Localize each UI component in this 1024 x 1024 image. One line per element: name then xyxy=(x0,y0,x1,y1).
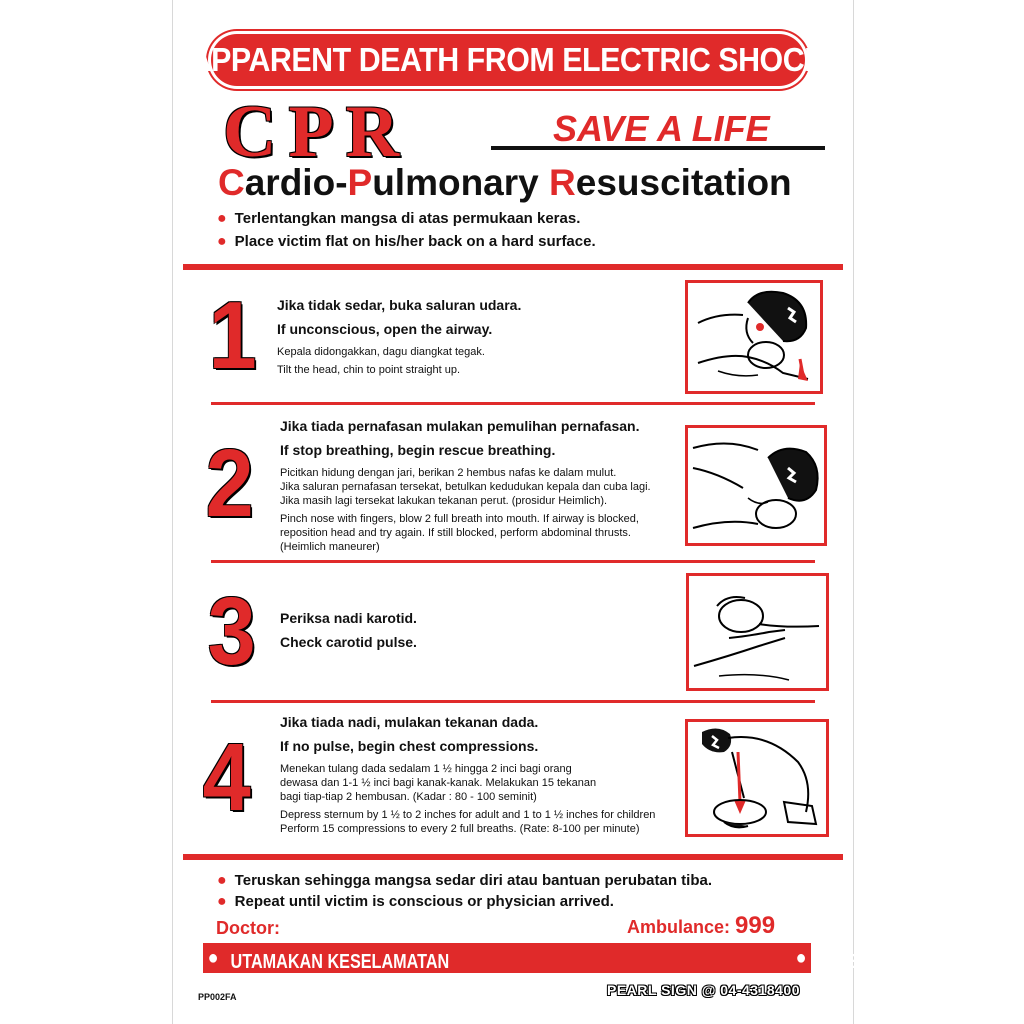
footer-bullet-en: ●Repeat until victim is conscious or phy… xyxy=(217,893,614,910)
rescue-breathing-illustration xyxy=(685,425,827,546)
footer-bullet-ms: ●Teruskan sehingga mangsa sedar diri ata… xyxy=(217,872,713,889)
divider-2 xyxy=(211,560,815,563)
step-3-text: Periksa nadi karotid. Check carotid puls… xyxy=(280,610,417,658)
page-title: APPARENT DEATH FROM ELECTRIC SHOCK xyxy=(190,41,826,78)
step-number-2: 2 xyxy=(205,430,254,537)
cpr-sign: APPARENT DEATH FROM ELECTRIC SHOCK CPR S… xyxy=(172,0,928,1024)
step-number-3: 3 xyxy=(207,578,256,685)
step-number-4: 4 xyxy=(202,724,251,831)
step-3-heading-ms: Periksa nadi karotid. xyxy=(280,610,417,626)
step-number-1: 1 xyxy=(208,282,257,389)
step-4-text: Jika tiada nadi, mulakan tekanan dada. I… xyxy=(280,714,655,836)
step-1-detail-en: Tilt the head, chin to point straight up… xyxy=(277,364,461,376)
step-1-heading-en: If unconscious, open the airway. xyxy=(277,321,493,337)
step-1-detail-ms: Kepala didongakkan, dagu diangkat tegak. xyxy=(277,346,485,358)
divider-bottom xyxy=(183,854,843,860)
safety-bar: ● UTAMAKAN KESELAMATAN ● SAFETY FIRST xyxy=(203,943,928,973)
step-4-detail-ms-1: Menekan tulang dada sedalam 1 ½ hingga 2… xyxy=(280,763,572,775)
chest-compression-illustration xyxy=(685,719,829,837)
step-2-text: Jika tiada pernafasan mulakan pemulihan … xyxy=(280,418,651,554)
intro-bullet-ms: ●Terlentangkan mangsa di atas permukaan … xyxy=(217,210,581,227)
product-code: PP002FA xyxy=(198,992,237,1002)
doctor-label: Doctor: xyxy=(216,918,280,938)
cpr-heading: CPR xyxy=(223,91,412,173)
save-a-life-text: SAVE A LIFE xyxy=(553,108,770,149)
step-2-detail-en-1: Pinch nose with fingers, blow 2 full bre… xyxy=(280,513,639,525)
step-4-heading-en: If no pulse, begin chest compressions. xyxy=(280,738,539,754)
step-4-detail-en-1: Depress sternum by 1 ½ to 2 inches for a… xyxy=(280,809,656,821)
maker-credit: PEARL SIGN @ 04-4318400 xyxy=(607,982,800,998)
step-2-heading-en: If stop breathing, begin rescue breathin… xyxy=(280,442,556,458)
ambulance-label: Ambulance: xyxy=(627,917,731,937)
step-2-detail-ms-2: Jika saluran pernafasan tersekat, betulk… xyxy=(280,481,651,493)
ambulance-info: Ambulance: 999 xyxy=(627,912,775,940)
step-4-heading-ms: Jika tiada nadi, mulakan tekanan dada. xyxy=(280,714,539,730)
step-4-detail-en-2: Perform 15 compressions to every 2 full … xyxy=(280,823,640,835)
step-2-heading-ms: Jika tiada pernafasan mulakan pemulihan … xyxy=(280,418,640,434)
step-3-heading-en: Check carotid pulse. xyxy=(280,634,417,650)
safety-bar-left: ● UTAMAKAN KESELAMATAN xyxy=(207,947,450,973)
divider-1 xyxy=(211,402,815,405)
step-2-detail-ms-3: Jika masih lagi tersekat lakukan tekanan… xyxy=(280,495,608,507)
ambulance-number: 999 xyxy=(735,912,776,939)
step-2-detail-en-2: reposition head and try again. If still … xyxy=(280,527,631,539)
step-1-text: Jika tidak sedar, buka saluran udara. If… xyxy=(277,297,521,377)
intro-bullet-en: ●Place victim flat on his/her back on a … xyxy=(217,233,596,250)
safety-bar-right: ● SAFETY FIRST xyxy=(795,947,928,973)
cpr-subtitle: Cardio-Pulmonary Resuscitation xyxy=(218,162,792,203)
carotid-pulse-illustration xyxy=(686,573,829,691)
step-4-detail-ms-3: bagi tiap-tiap 2 hembusan. (Kadar : 80 -… xyxy=(280,791,537,803)
cpr-underline xyxy=(491,146,825,150)
divider-3 xyxy=(211,700,815,703)
step-2-detail-ms-1: Picitkan hidung dengan jari, berikan 2 h… xyxy=(280,467,617,479)
head-tilt-illustration xyxy=(685,280,823,394)
title-banner: APPARENT DEATH FROM ELECTRIC SHOCK xyxy=(190,34,826,86)
divider-top xyxy=(183,264,843,270)
step-2-detail-en-3: (Heimlich maneurer) xyxy=(280,541,380,553)
step-1-heading-ms: Jika tidak sedar, buka saluran udara. xyxy=(277,297,522,313)
step-4-detail-ms-2: dewasa dan 1-1 ½ inci bagi kanak-kanak. … xyxy=(280,777,597,789)
